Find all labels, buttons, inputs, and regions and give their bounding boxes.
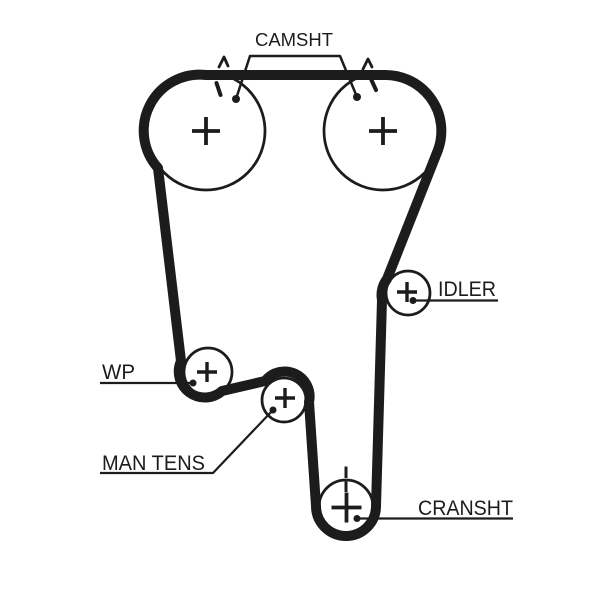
idler-plus-icon	[397, 282, 417, 302]
water-pump-plus-icon	[197, 362, 217, 382]
idler-label: IDLER	[438, 278, 496, 301]
camshaft-left-plus-icon	[192, 117, 220, 145]
manual-tensioner-plus-icon	[275, 388, 295, 408]
pulley-center-marks	[192, 117, 417, 523]
labels: CAMSHT IDLER WP MAN TENS CRANSHT	[102, 30, 513, 520]
camshaft-left-pointer-dot	[232, 95, 240, 103]
camshaft-label: CAMSHT	[255, 30, 333, 50]
leader-lines	[100, 297, 513, 522]
crankshaft-plus-icon	[331, 492, 362, 523]
camshaft-right-plus-icon	[369, 117, 397, 145]
camshaft-right-pointer-dot	[353, 93, 361, 101]
camshaft-left-timing-arrow	[217, 55, 230, 69]
timing-belt	[138, 69, 447, 541]
camshaft-left-timing-tick	[214, 81, 223, 97]
water-pump-leader-dot	[189, 379, 197, 387]
camshaft-timing-marks	[214, 54, 378, 103]
idler-leader-dot	[409, 297, 417, 304]
camshaft-bracket	[234, 54, 359, 101]
manual-tensioner-leader-line	[100, 409, 274, 475]
manual-tensioner-label: MAN TENS	[102, 452, 205, 475]
crankshaft-label: CRANSHT	[418, 497, 513, 520]
camshaft-right-timing-tick	[369, 77, 378, 92]
manual-tensioner-leader-dot	[269, 406, 277, 414]
camshaft-right-timing-arrow	[361, 57, 374, 71]
water-pump-label: WP	[102, 361, 135, 384]
crankshaft-leader-dot	[353, 515, 361, 522]
